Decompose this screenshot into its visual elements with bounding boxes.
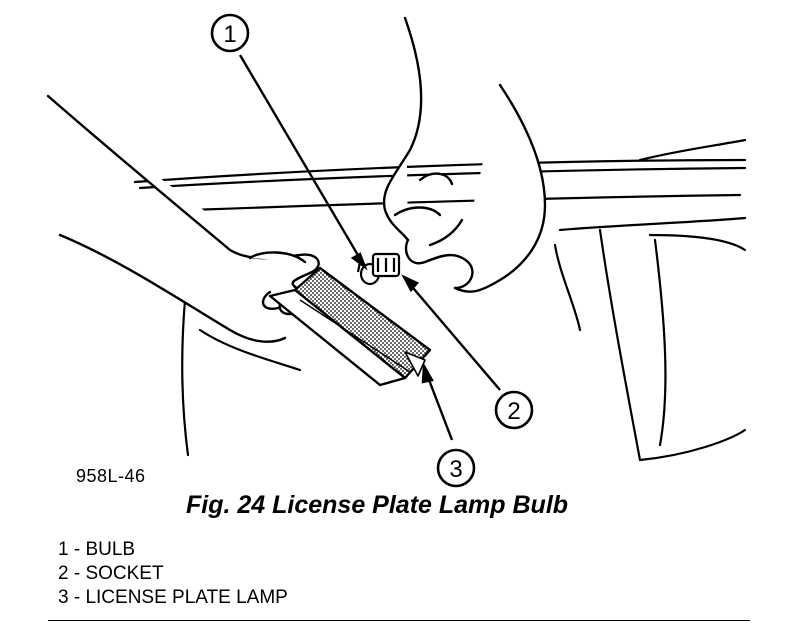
leader-line-bulb — [238, 54, 364, 263]
legend-item: 3 - LICENSE PLATE LAMP — [58, 587, 288, 608]
callout-number: 2 — [507, 398, 520, 425]
callout-number: 1 — [223, 21, 236, 48]
leader-line-socket — [407, 281, 501, 391]
leader-lines — [238, 54, 501, 441]
callout-1: 1 — [210, 13, 250, 53]
parts-legend: 1 - BULB 2 - SOCKET 3 - LICENSE PLATE LA… — [58, 538, 288, 610]
leader-line-lamp — [424, 371, 454, 441]
socket — [371, 252, 401, 278]
vehicle-body — [133, 138, 747, 462]
arrowhead-bulb — [350, 252, 368, 271]
right-hand — [382, 16, 547, 293]
legend-item: 2 - SOCKET — [58, 563, 164, 584]
arrowhead-socket — [401, 274, 419, 293]
bottom-rule — [48, 620, 750, 621]
figure-code: 958L-46 — [76, 466, 146, 486]
arrowhead-lamp — [421, 361, 434, 384]
legend-item: 1 - BULB — [58, 539, 136, 560]
license-plate-lamp — [268, 266, 432, 387]
callout-2: 2 — [494, 390, 534, 430]
callout-3: 3 — [436, 448, 476, 488]
callout-number: 3 — [449, 456, 462, 483]
figure-caption: Fig. 24 License Plate Lamp Bulb — [186, 491, 569, 519]
